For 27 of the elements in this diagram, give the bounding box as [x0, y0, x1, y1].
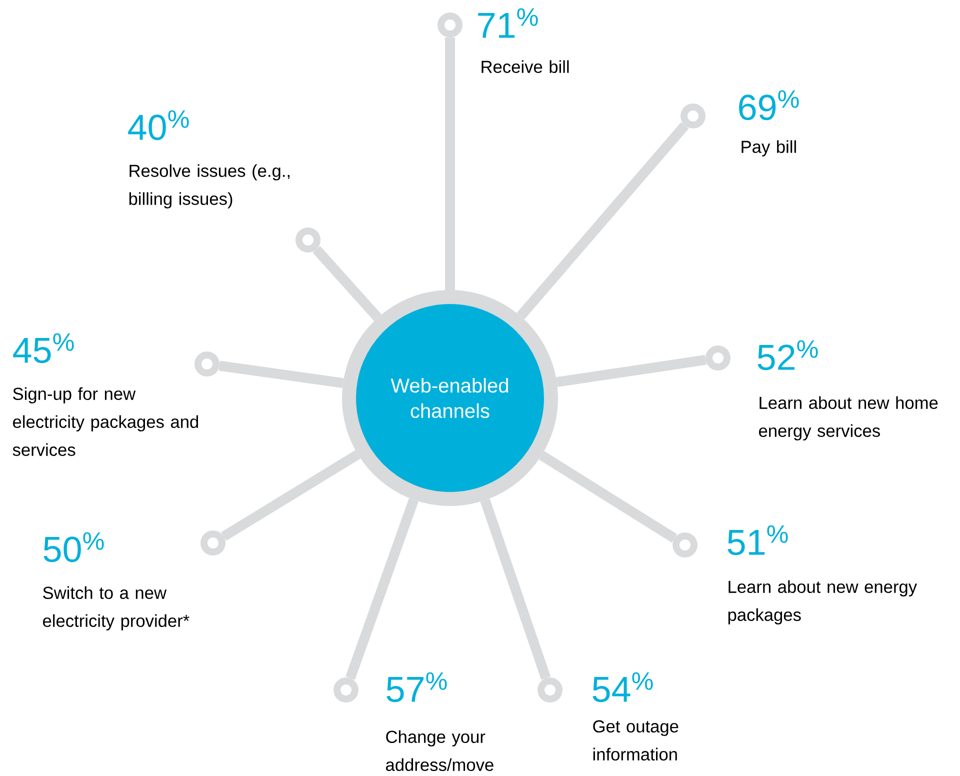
spoke-line: [445, 38, 455, 290]
spoke-line: [556, 354, 706, 387]
spoke-line: [218, 360, 344, 388]
percentage-value: 54$^{%}$: [592, 672, 653, 702]
category-label: Get outage information: [593, 720, 678, 761]
spoke-line: [480, 498, 551, 680]
percentage-value: 45$^{%}$: [13, 333, 74, 364]
percentage-value: 71$^{%}$: [478, 8, 538, 38]
category-label: Switch to a new electricity provider*: [43, 586, 190, 630]
category-label: Learn about new home energy services: [759, 396, 938, 440]
category-label: Resolve issues (e.g., billing issues): [129, 164, 290, 208]
spoke-line: [516, 122, 689, 320]
category-label: Learn about new energy packages: [728, 580, 918, 624]
percentage-value: 52$^{%}$: [758, 340, 818, 370]
percentage-value: 57$^{%}$: [386, 672, 447, 702]
percentage-value: 50$^{%}$: [44, 532, 104, 562]
category-label: Sign-up for new electricity packages and services: [12, 387, 198, 456]
spoke-line: [221, 450, 360, 541]
percentage-value: 40$^{%}$: [128, 110, 189, 140]
percentage-value: 51$^{%}$: [728, 525, 788, 556]
category-label: Pay bill: [742, 140, 796, 156]
category-label: Change your address/move: [386, 730, 494, 771]
category-label: Receive bill: [482, 60, 569, 73]
percentage-value: 69$^{%}$: [739, 90, 799, 120]
spoke-line: [312, 246, 382, 322]
spoke-line: [538, 451, 678, 543]
spoke-line: [346, 498, 418, 680]
